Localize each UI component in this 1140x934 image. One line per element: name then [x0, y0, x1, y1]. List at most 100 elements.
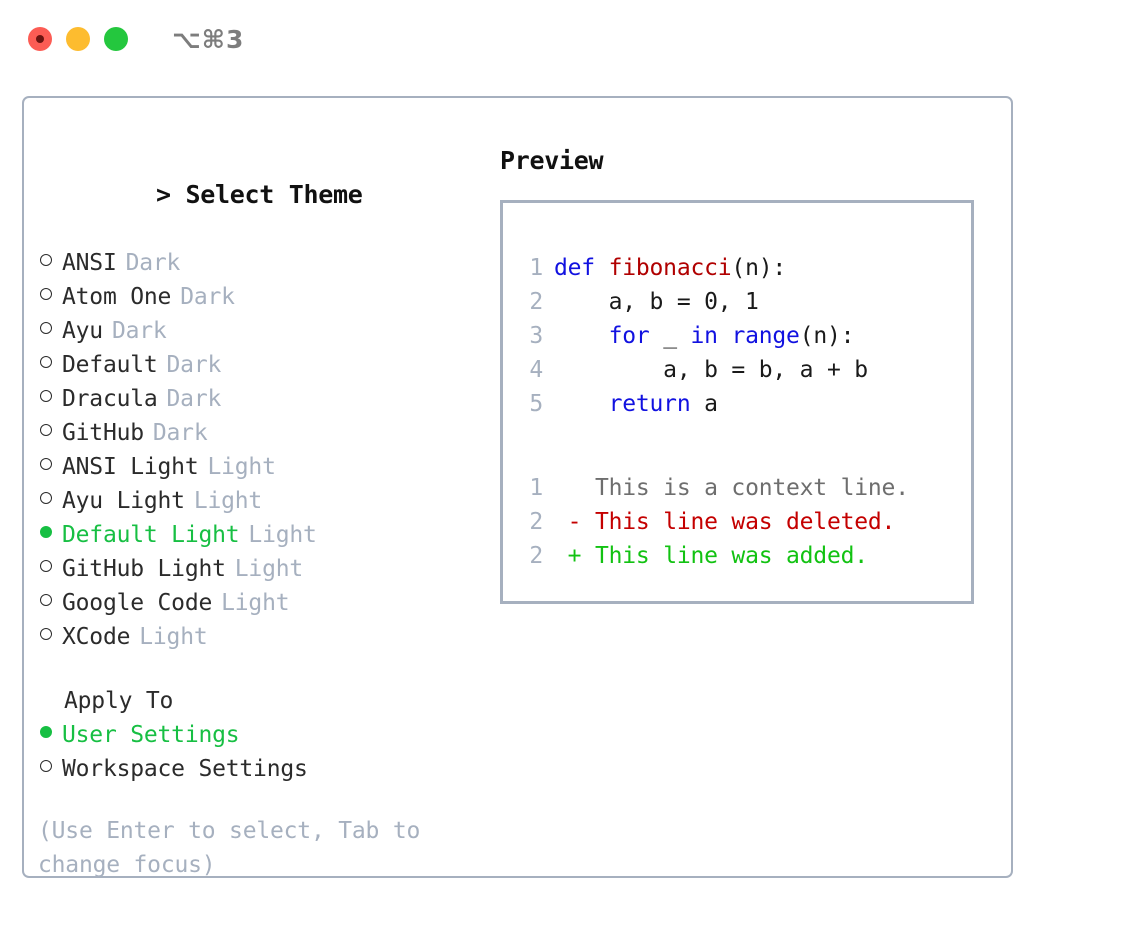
code-token: [554, 323, 609, 349]
radio-dot: [40, 424, 52, 436]
focus-caret-icon: >: [156, 180, 171, 209]
code-token: (n):: [731, 255, 787, 281]
theme-option-tag: Light: [234, 556, 304, 582]
code-line: 3 for _ in range(n):: [517, 319, 868, 353]
code-token: range: [731, 323, 800, 349]
theme-option-tag: Dark: [166, 386, 222, 412]
code-line-number: 3: [529, 323, 543, 349]
code-line-number: 4: [529, 357, 543, 383]
theme-option-github-light[interactable]: GitHub Light Light: [38, 552, 478, 586]
code-token: _: [649, 323, 691, 349]
theme-option-label: Default Light: [62, 522, 240, 548]
theme-option-ansi[interactable]: ANSI Dark: [38, 246, 478, 280]
minimize-button[interactable]: [66, 27, 90, 51]
preview-heading: Preview: [500, 146, 604, 175]
theme-option-dracula[interactable]: Dracula Dark: [38, 382, 478, 416]
diff-line-number: 2: [529, 543, 543, 569]
code-line: 2 a, b = 0, 1: [517, 285, 868, 319]
theme-option-tag: Dark: [152, 420, 208, 446]
diff-line: 2 - This line was deleted.: [517, 505, 909, 539]
code-token: fibonacci: [608, 255, 732, 281]
radio-dot: [40, 492, 52, 504]
radio-dot: [40, 560, 52, 572]
theme-option-label: GitHub: [62, 420, 144, 446]
diff-line-number: 2: [529, 509, 543, 535]
apply-to-heading: Apply To: [64, 688, 174, 714]
diff-line: 1 This is a context line.: [517, 471, 909, 505]
apply-to-option-label: Workspace Settings: [62, 756, 308, 782]
code-token: (n):: [799, 323, 855, 349]
diff-sample: 1 This is a context line.2 - This line w…: [517, 471, 909, 573]
diff-marker: [554, 475, 595, 501]
code-token: [554, 391, 609, 417]
apply-to-option-user-settings[interactable]: User Settings: [38, 718, 478, 752]
diff-text: This line was added.: [594, 543, 868, 569]
theme-option-default-light[interactable]: Default Light Light: [38, 518, 478, 552]
diff-marker: -: [554, 509, 595, 535]
close-button[interactable]: [28, 27, 52, 51]
page-title: Select Theme: [185, 180, 363, 209]
theme-option-tag: Light: [139, 624, 208, 650]
theme-option-label: Dracula: [62, 386, 158, 412]
apply-to-option-workspace-settings[interactable]: Workspace Settings: [38, 752, 478, 786]
code-token: def: [554, 255, 609, 281]
code-line-number: 5: [529, 391, 543, 417]
theme-option-label: GitHub Light: [62, 556, 226, 582]
radio-dot: [40, 254, 52, 266]
theme-option-label: Atom One: [62, 284, 172, 310]
radio-dot: [40, 356, 52, 368]
code-token: a, b = b, a + b: [554, 357, 868, 383]
radio-dot: [40, 288, 52, 300]
radio-dot: [40, 458, 52, 470]
code-token: in: [690, 323, 718, 349]
code-token: return: [608, 391, 691, 417]
theme-option-google-code[interactable]: Google Code Light: [38, 586, 478, 620]
theme-option-label: Google Code: [62, 590, 213, 616]
theme-option-default[interactable]: Default Dark: [38, 348, 478, 382]
code-token: [718, 323, 732, 349]
theme-picker-heading: > Select Theme: [38, 144, 478, 246]
radio-dot: [40, 390, 52, 402]
theme-option-tag: Dark: [180, 284, 235, 310]
theme-option-tag: Light: [221, 590, 290, 616]
theme-option-label: Ayu Light: [62, 488, 185, 514]
radio-dot: [40, 322, 52, 334]
radio-dot: [40, 760, 52, 772]
code-line: 5 return a: [517, 387, 868, 421]
radio-dot: [40, 526, 52, 538]
apply-to-option-label: User Settings: [62, 722, 240, 748]
titlebar: ⌥⌘3: [0, 0, 1140, 78]
radio-dot: [40, 628, 52, 640]
theme-option-github[interactable]: GitHub Dark: [38, 416, 478, 450]
theme-option-label: Default: [62, 352, 158, 378]
theme-option-atom-one[interactable]: Atom One Dark: [38, 280, 478, 314]
theme-option-label: Ayu: [62, 318, 103, 344]
theme-option-tag: Dark: [125, 250, 181, 276]
diff-line-number: 1: [529, 475, 543, 501]
diff-marker: +: [554, 543, 595, 569]
theme-option-tag: Light: [193, 488, 263, 514]
window-controls: [28, 27, 128, 51]
theme-option-ayu-light[interactable]: Ayu Light Light: [38, 484, 478, 518]
maximize-button[interactable]: [104, 27, 128, 51]
theme-option-tag: Dark: [166, 352, 222, 378]
diff-text: This line was deleted.: [594, 509, 896, 535]
theme-option-tag: Light: [248, 522, 317, 548]
code-token: a, b = 0, 1: [554, 289, 759, 315]
code-line-number: 2: [529, 289, 543, 315]
code-token: for: [608, 323, 650, 349]
theme-option-label: ANSI: [62, 250, 117, 276]
radio-dot: [40, 726, 52, 738]
radio-dot: [40, 594, 52, 606]
